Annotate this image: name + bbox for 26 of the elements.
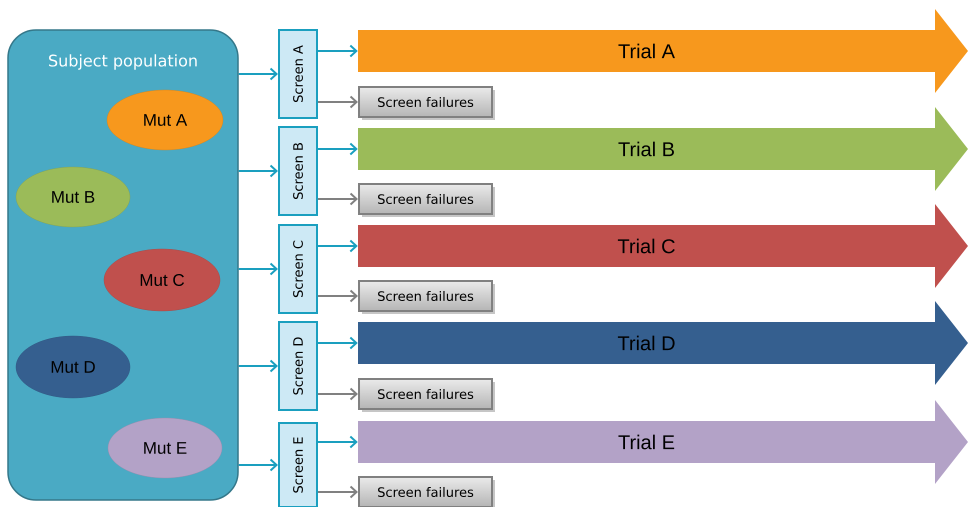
failures-box: Screen failures	[358, 86, 495, 120]
failures-box: Screen failures	[358, 378, 495, 412]
screen-box: Screen A	[278, 29, 318, 119]
arrow	[318, 336, 358, 350]
failures-box: Screen failures	[358, 476, 495, 507]
arrow	[318, 240, 358, 252]
screen-box: Screen B	[278, 126, 318, 216]
arrow	[318, 290, 358, 302]
screen-box: Screen C	[278, 224, 318, 314]
arrow	[238, 360, 278, 372]
arrow	[318, 142, 358, 156]
arrow	[238, 262, 278, 276]
arrow	[318, 44, 358, 58]
arrow	[318, 96, 358, 108]
arrow	[238, 164, 278, 178]
failures-box: Screen failures	[358, 183, 495, 217]
arrow	[318, 388, 358, 400]
screen-box: Screen D	[278, 321, 318, 411]
arrow	[238, 458, 278, 472]
arrow	[318, 436, 358, 448]
arrow	[238, 68, 278, 80]
arrow	[318, 486, 358, 498]
arrow	[318, 192, 358, 206]
failures-box: Screen failures	[358, 280, 495, 314]
panel-heading: Subject population	[49, 54, 197, 70]
screen-box: Screen E	[278, 422, 318, 507]
